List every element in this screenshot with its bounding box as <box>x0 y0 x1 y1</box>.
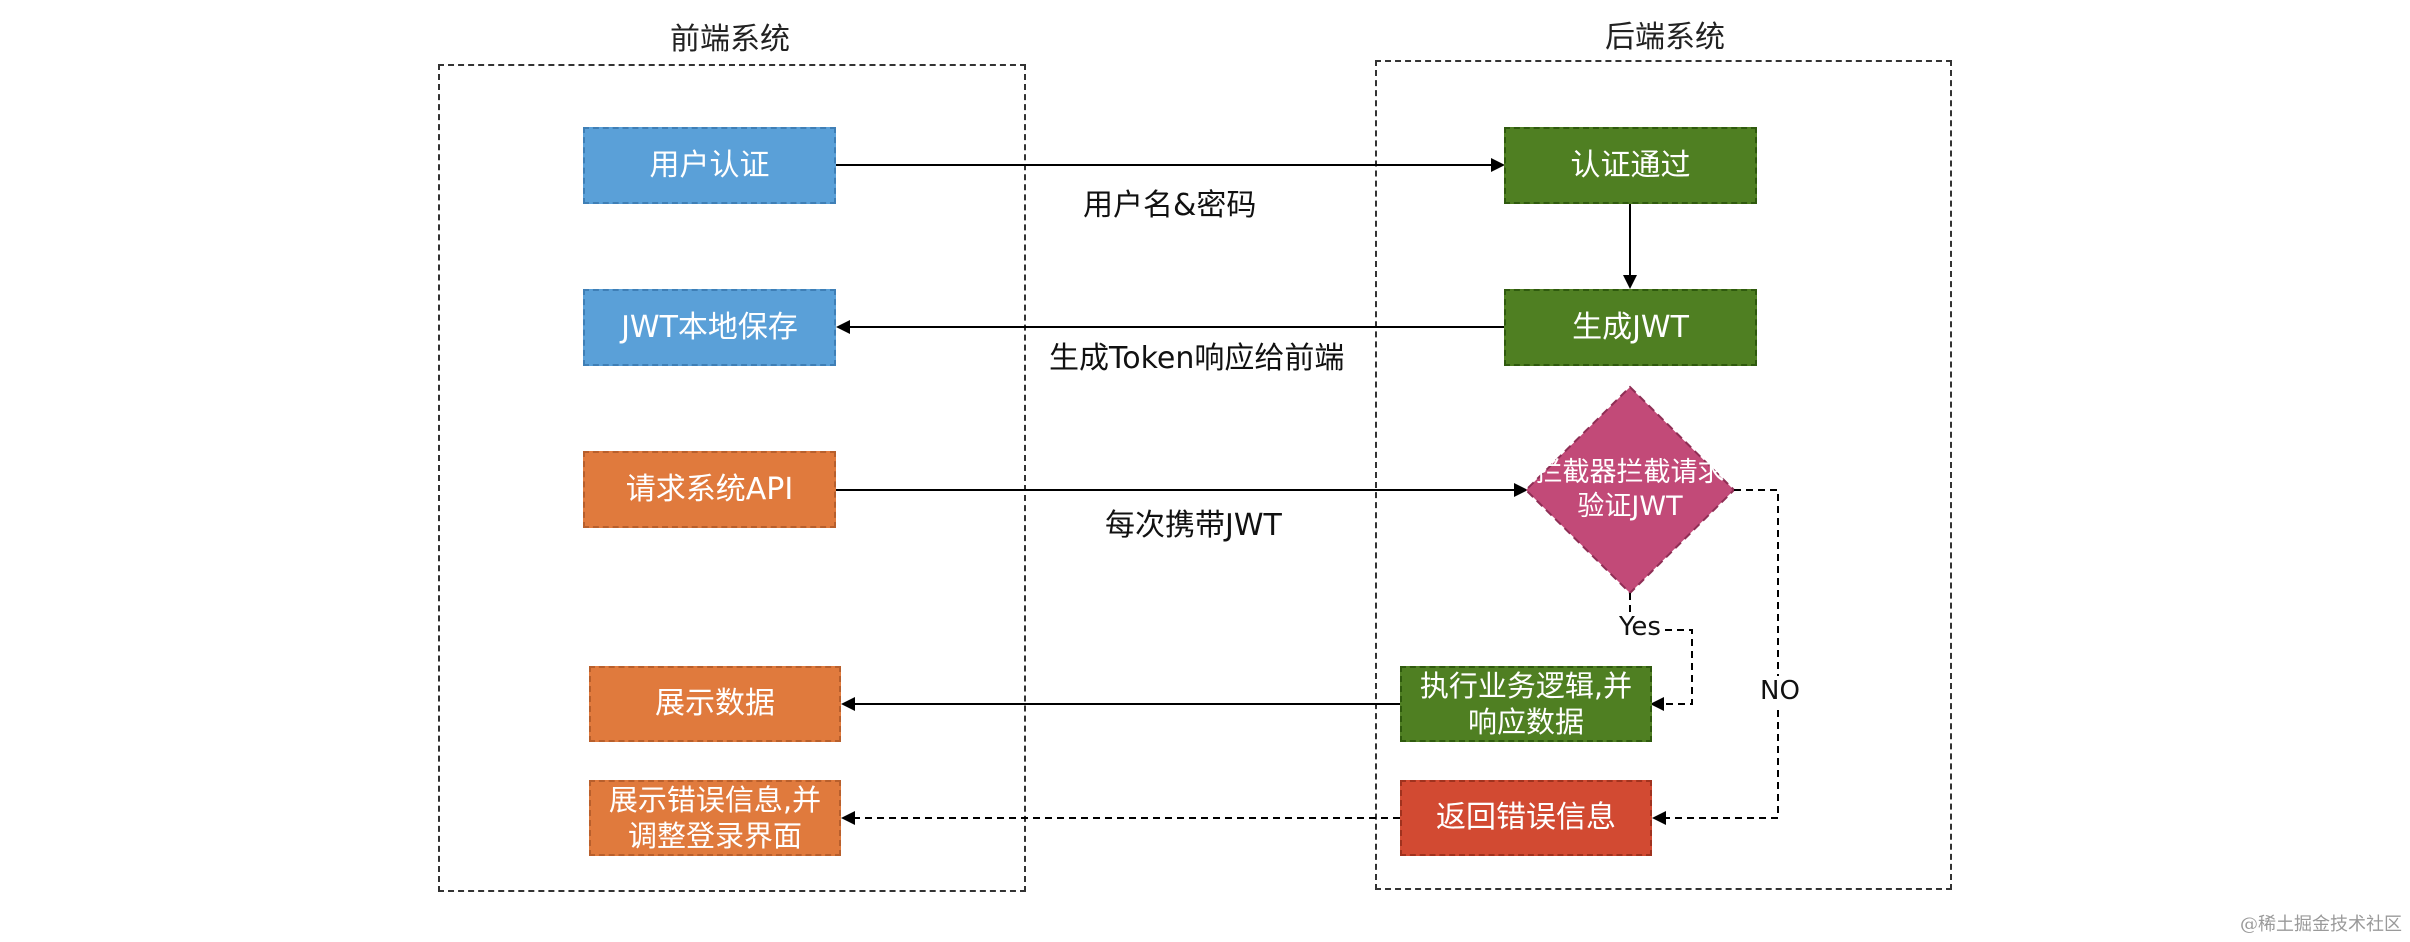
frontend-title: 前端系统 <box>670 22 790 57</box>
show-error-box: 展示错误信息,并 调整登录界面 <box>589 780 841 856</box>
interceptor-label: 拦截器拦截请求 验证JWT <box>1535 457 1725 522</box>
no-label: NO <box>1758 676 1802 706</box>
execute-logic-box: 执行业务逻辑,并 响应数据 <box>1400 666 1652 742</box>
request-api-box: 请求系统API <box>583 451 836 528</box>
show-data-box: 展示数据 <box>589 666 841 742</box>
yes-label: Yes <box>1617 612 1663 642</box>
user-auth-box: 用户认证 <box>583 127 836 204</box>
arrow-no <box>1652 489 1779 825</box>
token-response-label: 生成Token响应给前端 <box>1049 341 1345 376</box>
return-error-box: 返回错误信息 <box>1400 780 1652 856</box>
auth-pass-box: 认证通过 <box>1504 127 1757 204</box>
carry-jwt-label: 每次携带JWT <box>1105 508 1282 543</box>
jwt-save-box: JWT本地保存 <box>583 289 836 366</box>
watermark: @稀土掘金技术社区 <box>2240 914 2402 935</box>
frontend-frame <box>438 64 1026 892</box>
backend-frame <box>1375 60 1952 890</box>
credentials-label: 用户名&密码 <box>1083 188 1257 223</box>
generate-jwt-box: 生成JWT <box>1504 289 1757 366</box>
backend-title: 后端系统 <box>1605 20 1725 55</box>
